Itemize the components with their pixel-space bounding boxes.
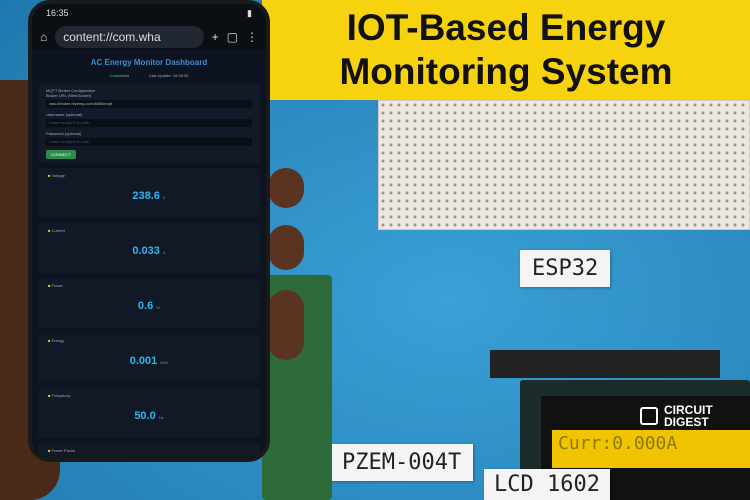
metric-unit: V xyxy=(162,195,166,200)
username-input[interactable]: Leave empty if no auth xyxy=(46,119,252,127)
tabs-icon[interactable]: ▢ xyxy=(226,30,238,44)
title-line1: IOT-Based Energy xyxy=(346,7,666,48)
metric-name: Energy xyxy=(51,338,65,343)
metric-unit: W xyxy=(156,305,161,310)
metric-name: Frequency xyxy=(51,393,71,398)
broker-label: Broker URL (WebSocket) xyxy=(46,93,91,98)
logo-line1: CIRCUIT xyxy=(664,403,713,417)
metric-unit: kWh xyxy=(160,360,169,365)
smartphone: 16:35 ▮ ⌂ content://com.wha + ▢ ⋮ AC Ener… xyxy=(28,0,270,462)
lcd-screen: Curr:0.000A xyxy=(552,430,750,468)
esp32-label: ESP32 xyxy=(520,250,611,287)
username-label: Username (optional) xyxy=(46,112,83,117)
status-bar: 16:35 ▮ xyxy=(32,4,266,24)
metric-card-current: ■ Current 0.033 A xyxy=(38,223,260,273)
finger xyxy=(268,225,304,270)
plug-icon: ■ xyxy=(48,228,51,233)
config-title: MQTT Broker Configuration xyxy=(46,88,96,93)
pzem-label: PZEM-004T xyxy=(330,444,474,481)
home-icon[interactable]: ⌂ xyxy=(40,30,48,44)
dashboard: AC Energy Monitor Dashboard Connected Las… xyxy=(32,50,266,458)
metric-name: Current xyxy=(51,228,65,233)
metric-card-frequency: ■ Frequency 50.0 Hz xyxy=(38,388,260,438)
chart-icon: ■ xyxy=(48,448,51,453)
dashboard-title: AC Energy Monitor Dashboard xyxy=(90,58,208,67)
finger xyxy=(268,168,304,208)
metric-unit: A xyxy=(162,250,166,255)
lightning-icon: ■ xyxy=(48,173,51,178)
metric-card-voltage: ■ Voltage 238.6 V xyxy=(38,168,260,218)
metric-unit: Hz xyxy=(158,415,164,420)
metric-value: 50.0 xyxy=(134,410,156,422)
password-input[interactable]: Leave empty if no auth xyxy=(46,138,252,146)
metric-name: Power Factor xyxy=(51,448,76,453)
breadboard xyxy=(378,100,750,230)
lcd-label: LCD 1602 xyxy=(484,469,610,500)
logo-line2: DIGEST xyxy=(664,415,709,429)
clock: 16:35 xyxy=(46,8,69,18)
title-banner: IOT-Based Energy Monitoring System xyxy=(262,0,750,100)
connect-button[interactable]: CONNECT xyxy=(46,150,76,159)
connection-status: Connected xyxy=(109,73,129,78)
satellite-icon: ■ xyxy=(48,393,51,398)
chart-icon: ■ xyxy=(48,338,51,343)
menu-icon[interactable]: ⋮ xyxy=(246,30,258,44)
mqtt-config: MQTT Broker Configuration Broker URL (We… xyxy=(38,84,260,163)
metric-value: 0.033 xyxy=(132,245,160,257)
connector xyxy=(490,350,720,378)
battery-icon: ▮ xyxy=(247,8,252,18)
metric-card-power: ■ Power 0.6 W xyxy=(38,278,260,328)
metric-name: Voltage xyxy=(51,173,65,178)
new-tab-icon[interactable]: + xyxy=(211,30,219,44)
metric-name: Power xyxy=(51,283,63,288)
url-bar[interactable]: content://com.wha xyxy=(55,26,204,48)
chip-icon xyxy=(640,407,658,425)
bulb-icon: ■ xyxy=(48,283,51,288)
finger xyxy=(268,290,304,360)
last-update: Last Update: 16:35:05 xyxy=(148,73,189,78)
title-line2: Monitoring System xyxy=(339,51,673,92)
metric-value: 0.6 xyxy=(137,300,154,312)
broker-input[interactable]: wss://broker.hivemq.com:8884/mqtt xyxy=(46,100,252,108)
password-label: Password (optional) xyxy=(46,131,82,136)
metric-value: 0.001 xyxy=(129,355,158,367)
metric-card-energy: ■ Energy 0.001 kWh xyxy=(38,333,260,383)
browser-toolbar: ⌂ content://com.wha + ▢ ⋮ xyxy=(32,24,266,50)
metric-card-power-factor: ■ Power Factor0.08 xyxy=(38,443,260,458)
metric-value: 238.6 xyxy=(132,190,160,202)
